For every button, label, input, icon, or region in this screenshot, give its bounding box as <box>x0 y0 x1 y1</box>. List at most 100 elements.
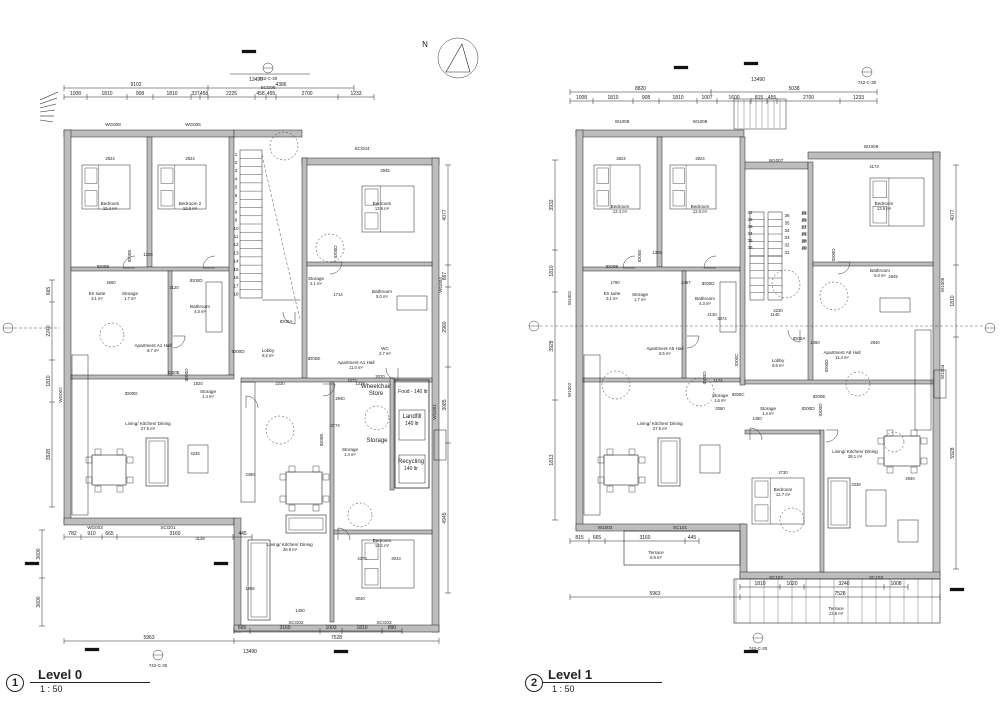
l1-bed-1 <box>593 164 641 210</box>
l1-stair-a-number: 31 <box>784 250 790 255</box>
l0-stair-number: 15 <box>233 267 239 272</box>
l0-stair-number: 10 <box>233 226 239 231</box>
l1-stair-number: 22 <box>801 225 807 230</box>
l1-wall-south-step <box>739 523 748 579</box>
l1-room-bed2-label: Bedroom <box>691 204 710 209</box>
l0-door-tag: ID00D <box>333 245 338 259</box>
l0-north-circle <box>437 37 479 79</box>
l1-stair-number: 30 <box>801 245 807 250</box>
l0-wall-bed3-south <box>306 261 433 267</box>
l0-room-bath-area: 4.3 m² <box>194 309 206 314</box>
l1-section-tag-top-ref: 742-C-30 <box>858 80 877 85</box>
l0-room-bed4-label: Bedroom <box>373 538 392 543</box>
l0-room-dim: 1073 <box>347 378 357 383</box>
l1-window-tag: W1003 <box>598 525 613 530</box>
l1-room-bed4-label: Bedroom <box>774 487 793 492</box>
l1-dim-bottom-1-label: 3160 <box>639 535 650 541</box>
l0-room-bed2-label: Bedroom 2 <box>179 201 202 206</box>
l1-door-swing <box>787 329 801 343</box>
l0-stair-number: 16 <box>233 275 239 280</box>
l1-stair-number: 27 <box>801 224 807 229</box>
l0-bed-3-pillow <box>364 188 379 206</box>
l0-dim-top-2-label: 908 <box>136 91 145 97</box>
l1-stair-number: 33 <box>747 224 753 229</box>
l0-refuse-food: Food - 140 ltr <box>398 389 428 395</box>
l1-stair-a-number: 36 <box>784 213 790 218</box>
l0-room-dim: 3128 <box>195 536 205 541</box>
l1-room-living1-area: 27.5 m² <box>653 426 668 431</box>
l0-dim-left-label: 665 <box>46 287 52 296</box>
l1-dim-top-2-label: 908 <box>642 95 651 101</box>
l0-stair-number: 9 <box>235 218 238 223</box>
l0-bed-2-pillow <box>160 190 174 207</box>
l1-room-dim: 1790 <box>610 280 620 285</box>
l0-sofa-2 <box>285 514 327 534</box>
l0-room-dim: 3043 <box>391 556 401 561</box>
l0-room-dim: 3774 <box>330 423 340 428</box>
l1-dim-left-label: 1810 <box>549 265 555 276</box>
l0-door-swing <box>245 395 259 409</box>
l0-wall-stair-east <box>301 157 308 379</box>
l1-dim-bottom-3-label: 5963 <box>649 591 660 597</box>
l0-dim-bottom-1-label: 445 <box>238 531 247 537</box>
l0-dim-bottom-2-label: 3160 <box>279 625 290 631</box>
l1-room-terrace2-label: Terrace <box>828 606 844 611</box>
l0-dim-top-1-label: 9102 <box>130 82 141 88</box>
l0-stair-number: 12 <box>233 242 239 247</box>
l1-dim-bottom-1-label: 815 <box>575 535 584 541</box>
l1-terrace-1 <box>623 530 741 566</box>
l1-dining-table-1-chair <box>597 456 605 464</box>
l0-room-dim: 2945 <box>380 168 390 173</box>
l1-room-ensuite-label: En suite <box>604 291 621 296</box>
l0-grid-marker <box>333 649 349 654</box>
l0-refuse-landfill: Landfill <box>402 414 421 420</box>
l1-dim-bottom-1-label: 445 <box>688 535 697 541</box>
l1-room-ensuite-area: 3.1 m² <box>606 296 618 301</box>
l0-room-bed1-label: Bedroom <box>101 201 120 206</box>
l0-window-tag: WG004 <box>438 277 443 293</box>
l0-dim-bottom-total: 13490 <box>243 649 257 655</box>
l0-room-bed3-area: 13.6 m² <box>375 206 390 211</box>
l1-bed-4 <box>751 477 805 525</box>
l1-room-dim: 2945 <box>888 274 898 279</box>
l0-bed-3-pillow <box>364 212 379 230</box>
l0-room-dim: 2120 <box>169 285 179 290</box>
l0-bed-4-pillow <box>364 542 379 560</box>
l0-room-ensuite-area: 3.1 m² <box>91 296 103 301</box>
l1-door-tag: ID00E <box>637 250 642 263</box>
l0-dim-top-2-label: 1810 <box>101 91 112 97</box>
l1-room-bed1-area: 12.4 m² <box>613 209 628 214</box>
l1-room-dim: 1305 <box>652 250 662 255</box>
l1-slider-tag: SC103 <box>869 575 883 580</box>
l1-room-bath2-area: 5.0 m² <box>874 273 886 278</box>
l0-room-dim: 1318 <box>355 381 365 386</box>
l0-room-storage4-area: 1.4 m² <box>344 452 356 457</box>
l1-room-living1-label: Living/ Kitchen/ Dining <box>637 421 683 426</box>
l1-room-apthall2-area: 11.4 m² <box>835 355 849 360</box>
l0-room-living2-label: Living/ Kitchen/ Dining <box>267 542 313 547</box>
l0-door-tag: ID00A <box>280 319 294 324</box>
l0-slider-tag: SCG02 <box>288 620 304 625</box>
l0-door-swing <box>322 383 336 397</box>
l0-room-dim: 1450 <box>295 608 305 613</box>
l0-stair-number: 14 <box>233 259 239 264</box>
l1-dining-table-1-chair <box>597 476 605 484</box>
l1-grid-marker <box>743 61 759 66</box>
l1-dining-table-1-chair <box>606 448 614 456</box>
l0-window-tag: WG003 <box>87 525 103 530</box>
l0-door-swing <box>122 255 136 269</box>
l0-turning-circle-3 <box>315 233 345 263</box>
l0-dim-top-2-label: 2700 <box>301 91 312 97</box>
l1-room-living2-area: 28.1 m² <box>848 454 863 459</box>
l0-room-dim: 4245 <box>190 451 200 456</box>
l1-room-bath-area: 4.3 m² <box>699 301 711 306</box>
l1-dining-table-2-chair <box>920 437 928 445</box>
l0-site-hatch <box>39 103 57 109</box>
l1-door-tag: ID00D <box>702 371 707 385</box>
l1-room-dim: 2940 <box>870 340 880 345</box>
l1-dim-right-label: 4077 <box>950 209 956 220</box>
l0-dining-table-2-chair <box>279 495 287 503</box>
l0-stair-number: 5 <box>235 185 238 190</box>
l0-tv-unit-1 <box>187 444 209 474</box>
l1-dining-table-2-chair <box>910 466 918 474</box>
